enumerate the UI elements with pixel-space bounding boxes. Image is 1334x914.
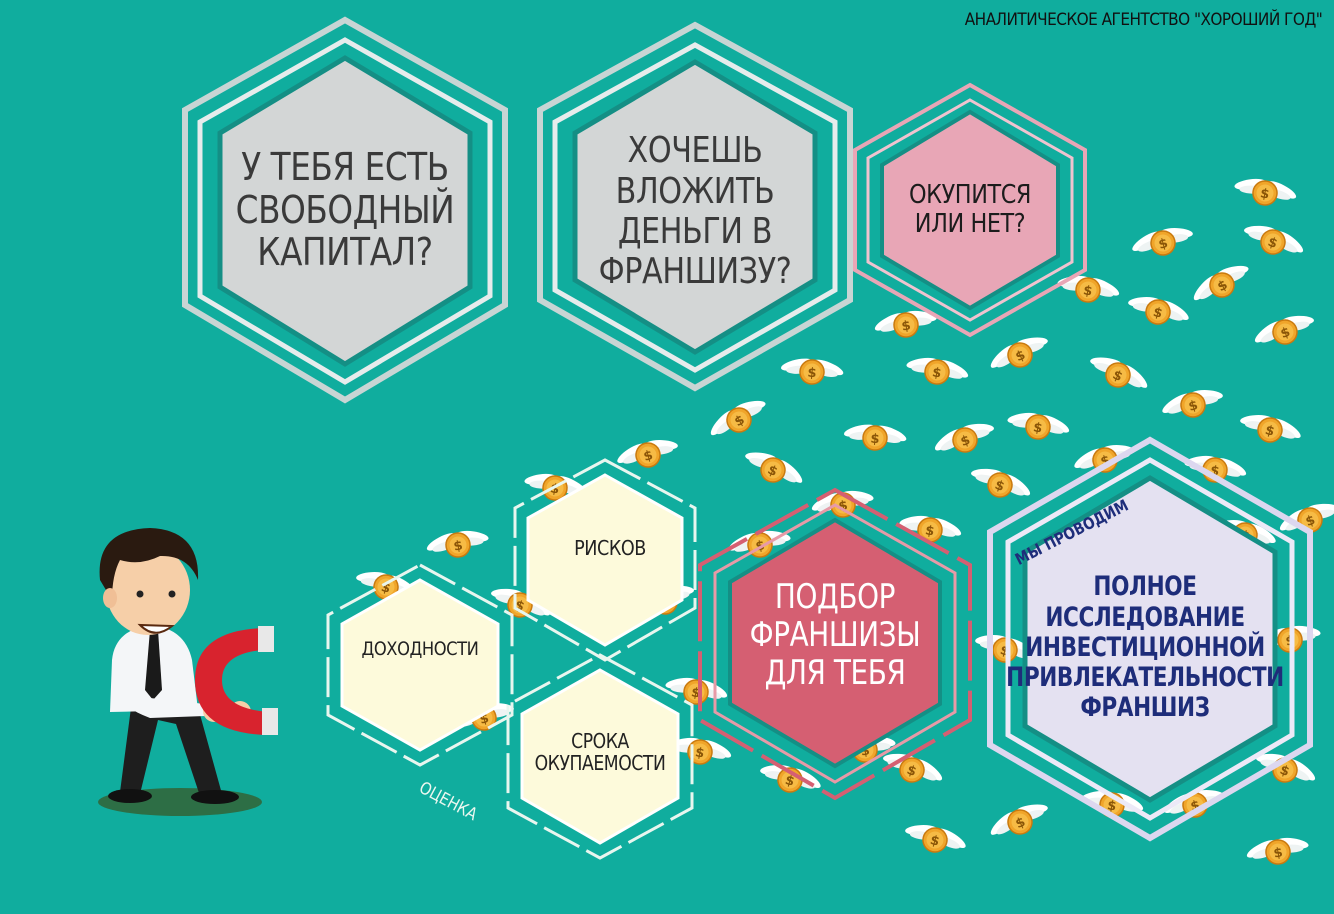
hex-invest — [537, 21, 853, 392]
flying-coin-icon — [1156, 380, 1229, 426]
flying-coin-icon — [1052, 268, 1124, 309]
hex-selection — [698, 487, 972, 801]
flying-coin-icon — [1237, 215, 1310, 266]
flying-coin-icon — [1082, 346, 1156, 401]
question-payback: ОКУПИТСЯ ИЛИ НЕТ? — [908, 179, 1032, 239]
flying-coin-icon — [1242, 830, 1314, 871]
question-capital: У ТЕБЯ ЕСТЬ СВОБОДНЫЙ КАПИТАЛ? — [235, 145, 455, 275]
flying-coin-icon — [754, 755, 827, 801]
question-invest: ХОЧЕШЬ ВЛОЖИТЬ ДЕНЬГИ В ФРАНШИЗУ? — [598, 130, 792, 293]
hex-income — [326, 563, 514, 767]
flying-coin-icon — [1122, 287, 1195, 333]
flying-coin-icon — [1126, 218, 1199, 264]
flying-coin-icon — [807, 483, 879, 524]
flying-coin-icon — [737, 441, 811, 496]
flying-coin-icon — [982, 793, 1056, 848]
businessman-with-magnet-icon — [98, 528, 278, 816]
flying-coin-icon — [1234, 405, 1307, 451]
flying-coin-icon — [964, 458, 1037, 509]
flying-coin-icon — [899, 815, 972, 861]
flying-coin-icon — [1229, 171, 1301, 212]
flying-coin-icon — [660, 670, 732, 711]
assessment-risks: РИСКОВ — [574, 535, 646, 560]
hex-capital — [182, 16, 508, 404]
research-description: ПОЛНОЕ ИССЛЕДОВАНИЕ ИНВЕСТИЦИОННОЙ ПРИВЛ… — [1006, 571, 1284, 724]
flying-coin-icon — [1248, 305, 1321, 356]
flying-coin-icon — [1185, 254, 1258, 313]
assessment-period: СРОКА ОКУПАЕМОСТИ — [534, 728, 666, 775]
flying-coin-icon — [422, 523, 494, 564]
hex-research — [987, 436, 1313, 842]
flying-coin-icon — [901, 350, 973, 391]
flying-coin-icon — [928, 413, 1001, 464]
hex-payback — [853, 82, 1087, 338]
franchise-selection: ПОДБОР ФРАНШИЗЫ ДЛЯ ТЕБЯ — [749, 576, 921, 694]
agency-name: АНАЛИТИЧЕСКОЕ АГЕНТСТВО "ХОРОШИЙ ГОД" — [964, 10, 1322, 30]
flying-coin-icon — [870, 303, 942, 344]
hex-risks — [513, 458, 697, 662]
flying-coin-icon — [982, 326, 1056, 381]
flying-coin-icon — [840, 418, 910, 454]
hex-period — [506, 653, 694, 860]
assessment-income: ДОХОДНОСТИ — [361, 638, 479, 661]
flying-coin-icon — [702, 389, 775, 448]
flying-coin-icon — [1002, 405, 1074, 446]
flying-coin-icon — [777, 352, 847, 388]
